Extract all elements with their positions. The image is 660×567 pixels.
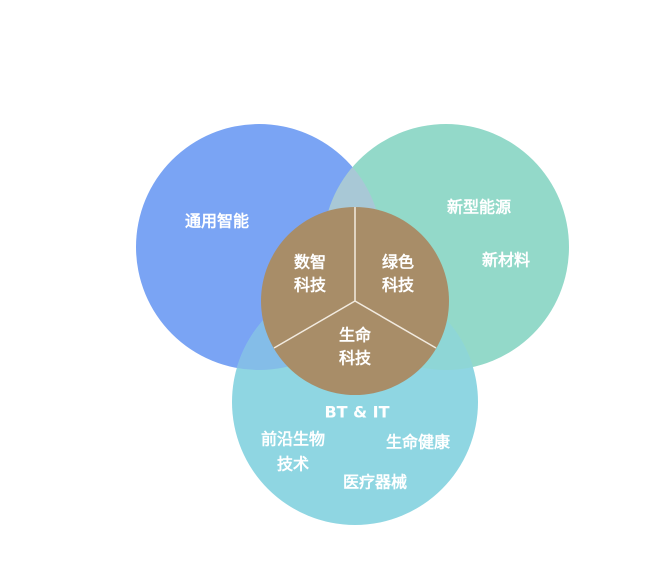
divider-left — [273, 300, 356, 349]
label-green-line1: 绿色 — [382, 253, 414, 272]
divider-right — [354, 300, 437, 349]
label-general-intelligence: 通用智能 — [185, 212, 249, 231]
label-green-line2: 科技 — [382, 276, 415, 295]
label-life-line2: 科技 — [339, 349, 372, 368]
label-new-materials: 新材料 — [482, 251, 530, 270]
label-digital-line2: 科技 — [294, 276, 327, 295]
label-new-energy: 新型能源 — [447, 198, 511, 217]
label-life-line1: 生命 — [339, 326, 372, 345]
label-frontier-bio: 前沿生物 — [261, 430, 325, 449]
label-digital-line1: 数智 — [294, 253, 326, 272]
label-bt-it: BT & IT — [324, 403, 389, 422]
label-life-health: 生命健康 — [386, 433, 451, 452]
label-frontier-bio-tech: 技术 — [277, 455, 309, 474]
label-medical-devices: 医疗器械 — [343, 473, 407, 492]
